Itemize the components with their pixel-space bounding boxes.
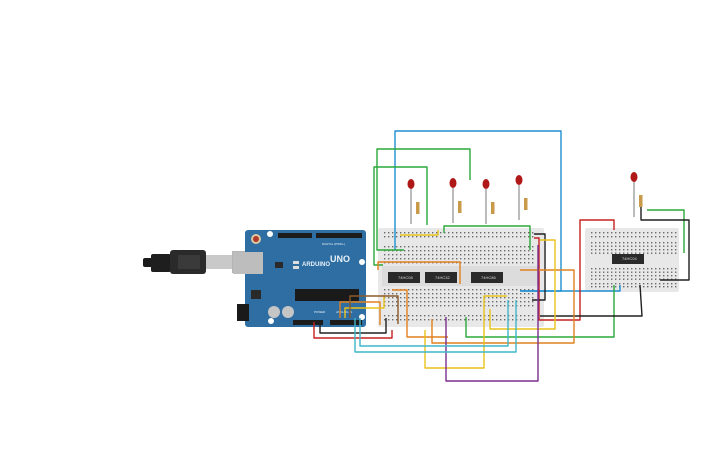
wire-yellow[interactable] <box>400 230 439 236</box>
wire-green[interactable] <box>373 166 428 266</box>
chip-label: 74HC08 <box>398 275 413 280</box>
breadboard-holes <box>384 232 534 321</box>
chip-74hc08[interactable]: 74HC08 <box>388 272 420 283</box>
chip-label: 74HC86 <box>481 275 496 280</box>
wire-green[interactable] <box>443 225 531 250</box>
wire-brown[interactable] <box>349 295 399 324</box>
wire-orange[interactable] <box>431 269 575 344</box>
wire-orange[interactable] <box>392 289 448 338</box>
led-body <box>482 179 490 189</box>
chip-label: 74HC32 <box>435 275 450 280</box>
resistor[interactable] <box>458 201 462 213</box>
resistor[interactable] <box>416 202 420 214</box>
arduino-uno-board[interactable]: ARDUINO UNO DIGITAL (PWM~) POWER ANALOG … <box>233 230 366 327</box>
resistor[interactable] <box>524 198 528 210</box>
led-group <box>407 172 643 224</box>
resistor[interactable] <box>491 202 495 214</box>
wire-cyan[interactable] <box>354 300 517 353</box>
wire-orange[interactable] <box>339 301 381 325</box>
wire-black[interactable] <box>319 318 387 334</box>
wire-yellow[interactable] <box>424 295 507 369</box>
led-body <box>407 179 415 189</box>
wire-orange[interactable] <box>377 261 461 284</box>
led-body <box>630 172 638 182</box>
wire-yellow[interactable] <box>344 295 385 318</box>
wire-green[interactable] <box>465 285 615 338</box>
wire-red[interactable] <box>313 322 393 339</box>
arduino-analog-label: ANALOG IN <box>336 310 352 314</box>
arduino-model-text: UNO <box>330 254 350 264</box>
led-body <box>449 178 457 188</box>
small-breadboard-holes <box>591 232 677 288</box>
wire-purple[interactable] <box>445 245 539 382</box>
led-4[interactable] <box>515 175 528 220</box>
wire-blue[interactable] <box>520 285 621 292</box>
wire-green[interactable] <box>647 209 685 253</box>
led-1[interactable] <box>407 179 420 224</box>
chip-label: 74HC04 <box>622 256 637 261</box>
led-5[interactable] <box>630 172 643 217</box>
arduino-power-label: POWER <box>314 310 326 314</box>
chip-74hc32[interactable]: 74HC32 <box>425 272 457 283</box>
wire-black[interactable] <box>640 195 690 281</box>
wire-yellow[interactable] <box>489 239 556 330</box>
led-3[interactable] <box>482 179 495 224</box>
arduino-digital-label: DIGITAL (PWM~) <box>322 242 345 246</box>
wire-green[interactable] <box>376 148 471 251</box>
wire-cyan[interactable] <box>359 300 509 347</box>
resistor[interactable] <box>639 195 643 207</box>
led-2[interactable] <box>449 178 462 223</box>
arduino-brand-text: ARDUINO <box>302 262 330 268</box>
wire-red[interactable] <box>534 219 615 321</box>
chip-74hc86[interactable]: 74HC86 <box>471 272 503 283</box>
chip-74hc04[interactable]: 74HC04 <box>612 254 644 264</box>
led-body <box>515 175 523 185</box>
